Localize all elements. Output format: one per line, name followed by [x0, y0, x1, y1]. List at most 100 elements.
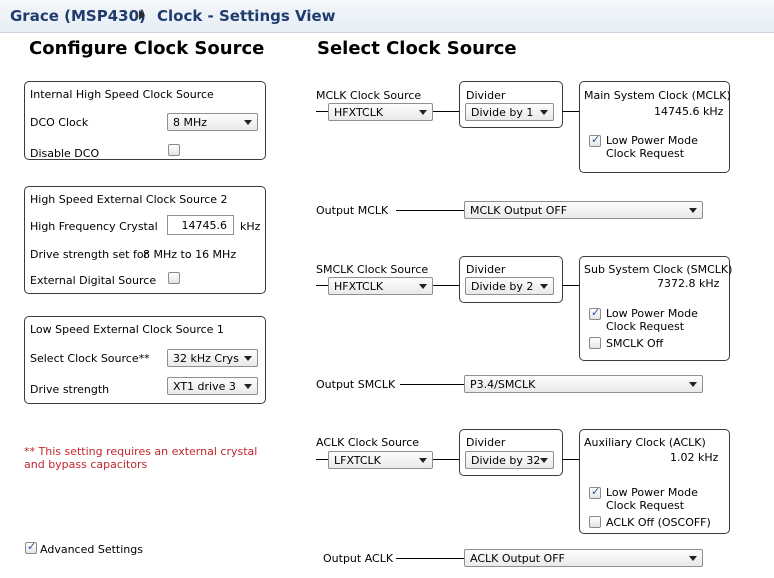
dco-clock-label: DCO Clock	[30, 116, 89, 129]
chevron-down-icon	[419, 110, 427, 115]
connector-line	[316, 285, 328, 286]
mclk-source-label: MCLK Clock Source	[316, 89, 422, 102]
aclk-source-select[interactable]: LFXTCLK	[328, 451, 433, 469]
select-clock-source-label: Select Clock Source**	[30, 352, 150, 365]
smclk-frequency: 7372.8 kHz	[657, 277, 720, 290]
aclk-source-label: ACLK Clock Source	[316, 436, 420, 449]
drive-strength-label: Drive strength set for	[30, 248, 149, 261]
connector-line	[396, 210, 464, 211]
chevron-down-icon	[689, 556, 697, 561]
smclk-title: Sub System Clock (SMCLK)	[584, 263, 733, 276]
lfxt-heading: Low Speed External Clock Source 1	[30, 323, 224, 336]
hfxt-clock-group	[24, 186, 266, 294]
advanced-settings-checkbox[interactable]	[25, 540, 37, 554]
smclk-lpm-checkbox[interactable]	[589, 306, 601, 320]
lf-clock-source-select[interactable]: 32 kHz Crystal	[167, 349, 258, 367]
hf-crystal-input[interactable]: 14745.6	[167, 215, 234, 235]
aclk-source-value: LFXTCLK	[334, 454, 381, 467]
aclk-title: Auxiliary Clock (ACLK)	[584, 436, 706, 449]
drive-strength-value: 8 MHz to 16 MHz	[143, 248, 237, 261]
smclk-source-select[interactable]: HFXTCLK	[328, 277, 433, 295]
breadcrumb-root[interactable]: Grace (MSP430)	[10, 7, 146, 25]
mclk-lpm-checkbox[interactable]	[589, 133, 601, 147]
disable-dco-label: Disable DCO	[30, 147, 100, 160]
hf-crystal-unit: kHz	[240, 220, 261, 233]
mclk-title: Main System Clock (MCLK)	[584, 89, 731, 102]
output-smclk-label: Output SMCLK	[316, 378, 396, 391]
chevron-down-icon	[689, 382, 697, 387]
advanced-settings-label[interactable]: Advanced Settings	[40, 543, 143, 556]
select-clock-title: Select Clock Source	[317, 38, 517, 59]
connector-line	[396, 558, 464, 559]
hf-crystal-value: 14745.6	[181, 219, 228, 232]
ext-digital-checkbox[interactable]	[168, 272, 180, 284]
chevron-right-icon	[139, 10, 145, 20]
chevron-down-icon	[540, 458, 548, 463]
mclk-frequency: 14745.6 kHz	[654, 105, 724, 118]
chevron-down-icon	[540, 284, 548, 289]
mclk-lpm-label-2: Clock Request	[606, 147, 685, 160]
output-aclk-label: Output ACLK	[323, 552, 394, 565]
smclk-lpm-label-2: Clock Request	[606, 320, 685, 333]
connector-line	[316, 111, 328, 112]
aclk-divider-value: Divide by 32	[471, 454, 541, 467]
chevron-down-icon	[244, 120, 252, 125]
smclk-output-group	[579, 256, 730, 361]
output-mclk-value: MCLK Output OFF	[470, 204, 568, 217]
lf-clock-source-value: 32 kHz Crystal	[173, 352, 239, 365]
mclk-divider-label: Divider	[466, 89, 506, 102]
chevron-down-icon	[419, 458, 427, 463]
smclk-source-label: SMCLK Clock Source	[316, 263, 429, 276]
mclk-source-select[interactable]: HFXTCLK	[328, 103, 433, 121]
smclk-source-value: HFXTCLK	[334, 280, 384, 293]
connector-line	[316, 459, 328, 460]
chevron-down-icon	[244, 384, 252, 389]
ext-digital-label: External Digital Source	[30, 274, 157, 287]
mclk-divider-select[interactable]: Divide by 1	[465, 103, 554, 121]
chevron-down-icon	[540, 110, 548, 115]
aclk-off-checkbox[interactable]	[589, 516, 601, 528]
dco-clock-value: 8 MHz	[173, 116, 208, 129]
lf-drive-strength-select[interactable]: XT1 drive 3	[167, 377, 258, 395]
connector-line	[400, 384, 464, 385]
chevron-down-icon	[419, 284, 427, 289]
hf-crystal-label: High Frequency Crystal	[30, 220, 158, 233]
smclk-divider-select[interactable]: Divide by 2	[465, 277, 554, 295]
connector-line	[562, 459, 579, 460]
breadcrumb-bar	[0, 0, 774, 33]
connector-line	[433, 111, 459, 112]
connector-line	[433, 285, 459, 286]
internal-heading: Internal High Speed Clock Source	[30, 88, 214, 101]
output-mclk-label: Output MCLK	[316, 204, 389, 217]
output-smclk-select[interactable]: P3.4/SMCLK	[464, 375, 703, 393]
disable-dco-checkbox[interactable]	[168, 144, 180, 156]
page-title: Clock - Settings View	[157, 7, 336, 25]
aclk-divider-label: Divider	[466, 436, 506, 449]
aclk-lpm-checkbox[interactable]	[589, 485, 601, 499]
smclk-off-label: SMCLK Off	[606, 337, 664, 350]
smclk-divider-value: Divide by 2	[471, 280, 534, 293]
smclk-divider-label: Divider	[466, 263, 506, 276]
chevron-down-icon	[689, 208, 697, 213]
smclk-off-checkbox[interactable]	[589, 337, 601, 349]
aclk-lpm-label-1: Low Power Mode	[606, 486, 698, 499]
mclk-divider-value: Divide by 1	[471, 106, 534, 119]
aclk-divider-select[interactable]: Divide by 32	[465, 451, 554, 469]
connector-line	[562, 285, 579, 286]
output-mclk-select[interactable]: MCLK Output OFF	[464, 201, 703, 219]
connector-line	[562, 111, 579, 112]
mclk-lpm-label-1: Low Power Mode	[606, 134, 698, 147]
connector-line	[433, 459, 459, 460]
note-line-1: ** This setting requires an external cry…	[24, 445, 258, 458]
dco-clock-select[interactable]: 8 MHz	[167, 113, 258, 131]
note-line-2: and bypass capacitors	[24, 458, 148, 471]
mclk-source-value: HFXTCLK	[334, 106, 384, 119]
configure-title: Configure Clock Source	[29, 38, 265, 59]
aclk-frequency: 1.02 kHz	[670, 451, 719, 464]
aclk-output-group	[579, 429, 730, 534]
lf-drive-strength-label: Drive strength	[30, 383, 110, 396]
aclk-off-label: ACLK Off (OSCOFF)	[606, 516, 711, 529]
output-smclk-value: P3.4/SMCLK	[470, 378, 536, 391]
mclk-output-group	[579, 81, 730, 173]
output-aclk-select[interactable]: ACLK Output OFF	[464, 549, 703, 567]
